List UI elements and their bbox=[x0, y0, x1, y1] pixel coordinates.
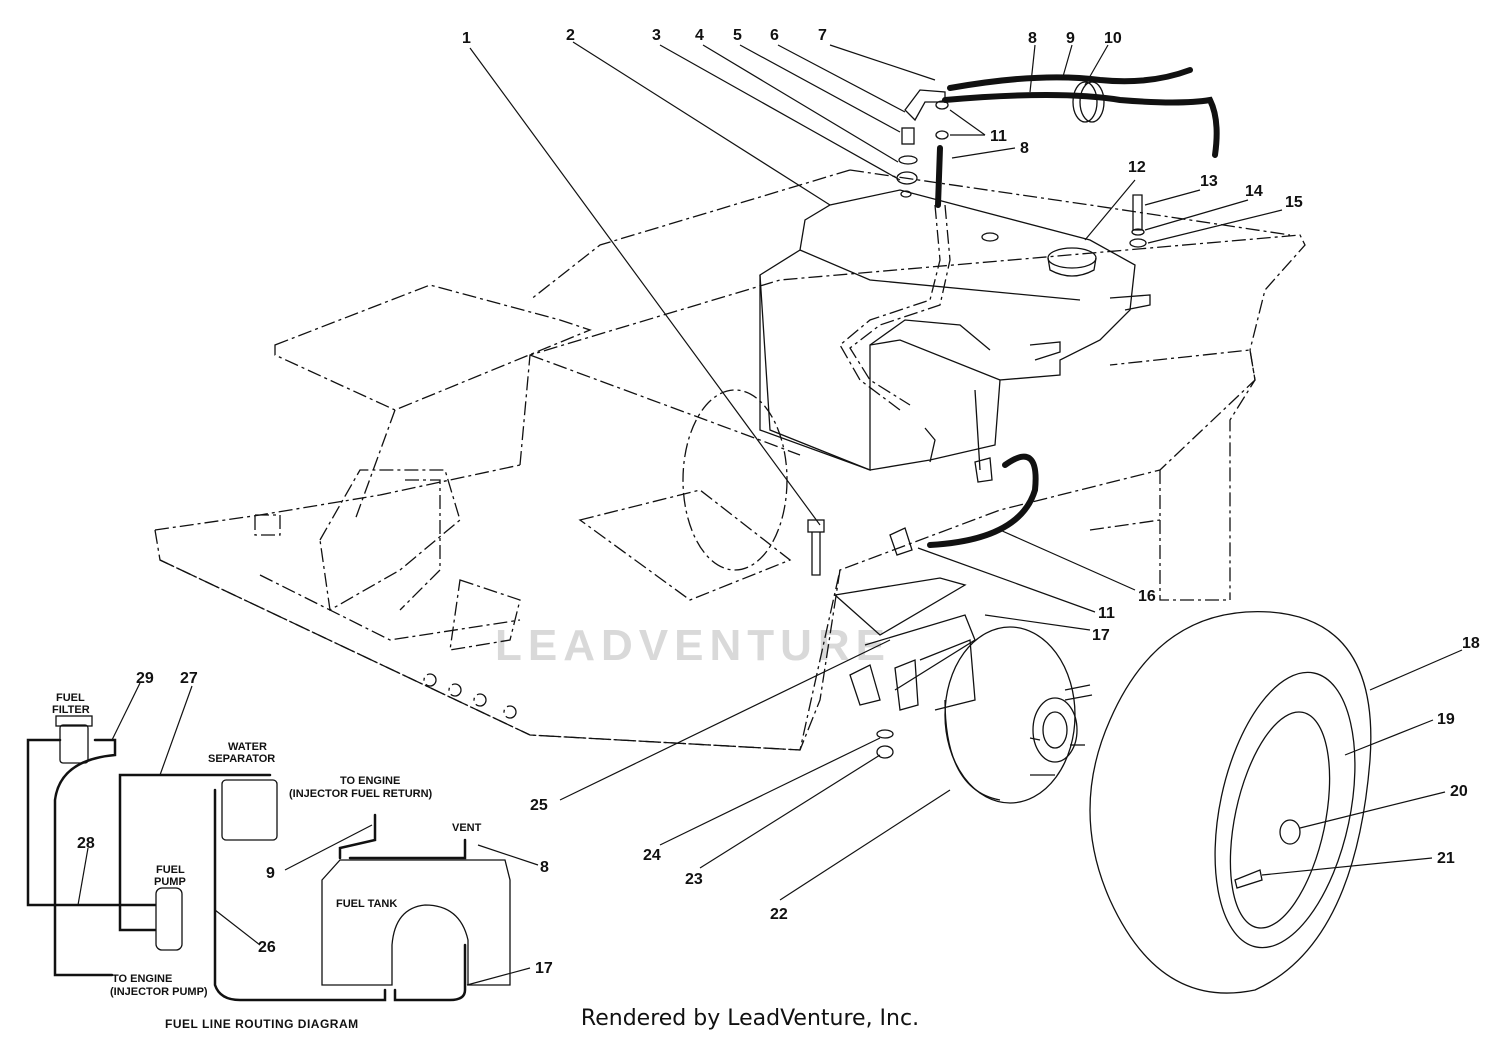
routing-callout-27: 27 bbox=[180, 670, 198, 687]
water-separator-label-2: SEPARATOR bbox=[208, 753, 275, 765]
axle-hub bbox=[833, 577, 1093, 804]
callout-2: 2 bbox=[566, 27, 575, 44]
routing-callout-9: 9 bbox=[266, 865, 275, 882]
routing-callout-17: 17 bbox=[535, 960, 553, 977]
water-separator-body bbox=[221, 779, 278, 841]
callout-21: 21 bbox=[1437, 850, 1455, 867]
callout-11: 11 bbox=[990, 128, 1007, 145]
routing-fuel-tank bbox=[321, 859, 511, 986]
callout-18: 18 bbox=[1462, 635, 1480, 652]
callout-4: 4 bbox=[695, 27, 704, 44]
fuel-filter-head bbox=[55, 715, 93, 727]
routing-callout-26: 26 bbox=[258, 939, 276, 956]
to-engine-return-label-1: TO ENGINE bbox=[340, 775, 400, 787]
fuel-tank bbox=[759, 189, 1151, 471]
to-engine-pump-label-1: TO ENGINE bbox=[112, 973, 172, 985]
fuel-pump-body bbox=[155, 887, 183, 951]
callout-25: 25 bbox=[530, 797, 548, 814]
fuel-filter-label-1: FUEL bbox=[56, 692, 85, 704]
fuel-pump-label-2: PUMP bbox=[154, 876, 186, 888]
routing-callout-29: 29 bbox=[136, 670, 154, 687]
leader-lines bbox=[469, 41, 1463, 901]
callout-13: 13 bbox=[1200, 173, 1218, 190]
callout-23: 23 bbox=[685, 871, 703, 888]
callout-19: 19 bbox=[1437, 711, 1455, 728]
callout-12: 12 bbox=[1128, 159, 1146, 176]
callout-5: 5 bbox=[733, 27, 742, 44]
callout-10: 10 bbox=[1104, 30, 1122, 47]
callout-numbers: 1 2 3 4 5 6 7 8 9 10 11 8 12 13 14 15 16… bbox=[462, 27, 1480, 923]
callout-14: 14 bbox=[1245, 183, 1263, 200]
callout-20: 20 bbox=[1450, 783, 1468, 800]
fuel-filter-body bbox=[59, 724, 89, 764]
callout-9: 9 bbox=[1066, 30, 1075, 47]
fuel-pump-label-1: FUEL bbox=[156, 864, 185, 876]
callout-1: 1 bbox=[462, 30, 471, 47]
fuel-hoses bbox=[807, 67, 1220, 576]
chassis-frame bbox=[154, 169, 1306, 751]
callout-22: 22 bbox=[770, 906, 788, 923]
callout-15: 15 bbox=[1285, 194, 1303, 211]
to-engine-pump-label-2: (INJECTOR PUMP) bbox=[110, 986, 208, 998]
callout-7: 7 bbox=[818, 27, 827, 44]
routing-callout-8: 8 bbox=[540, 859, 549, 876]
to-engine-return-label-2: (INJECTOR FUEL RETURN) bbox=[289, 788, 433, 800]
routing-diagram: FUEL FILTER FUEL PUMP WATER SEPARATOR TO… bbox=[26, 670, 553, 1031]
callout-24: 24 bbox=[643, 847, 661, 864]
vent-label: VENT bbox=[452, 822, 482, 834]
water-separator-label-1: WATER bbox=[228, 741, 267, 753]
fuel-filter-label-2: FILTER bbox=[52, 704, 90, 716]
routing-callout-28: 28 bbox=[77, 835, 95, 852]
footer-credit: Rendered by LeadVenture, Inc. bbox=[580, 1006, 920, 1031]
callout-8: 8 bbox=[1028, 30, 1037, 47]
callout-8b: 8 bbox=[1020, 140, 1029, 157]
fuel-tank-label: FUEL TANK bbox=[336, 898, 397, 910]
callout-3: 3 bbox=[652, 27, 661, 44]
callout-6: 6 bbox=[770, 27, 779, 44]
routing-title: FUEL LINE ROUTING DIAGRAM bbox=[165, 1017, 359, 1031]
callout-11b: 11 bbox=[1098, 605, 1115, 622]
callout-17: 17 bbox=[1092, 627, 1110, 644]
wheel-assembly bbox=[1089, 610, 1372, 994]
callout-16: 16 bbox=[1138, 588, 1156, 605]
